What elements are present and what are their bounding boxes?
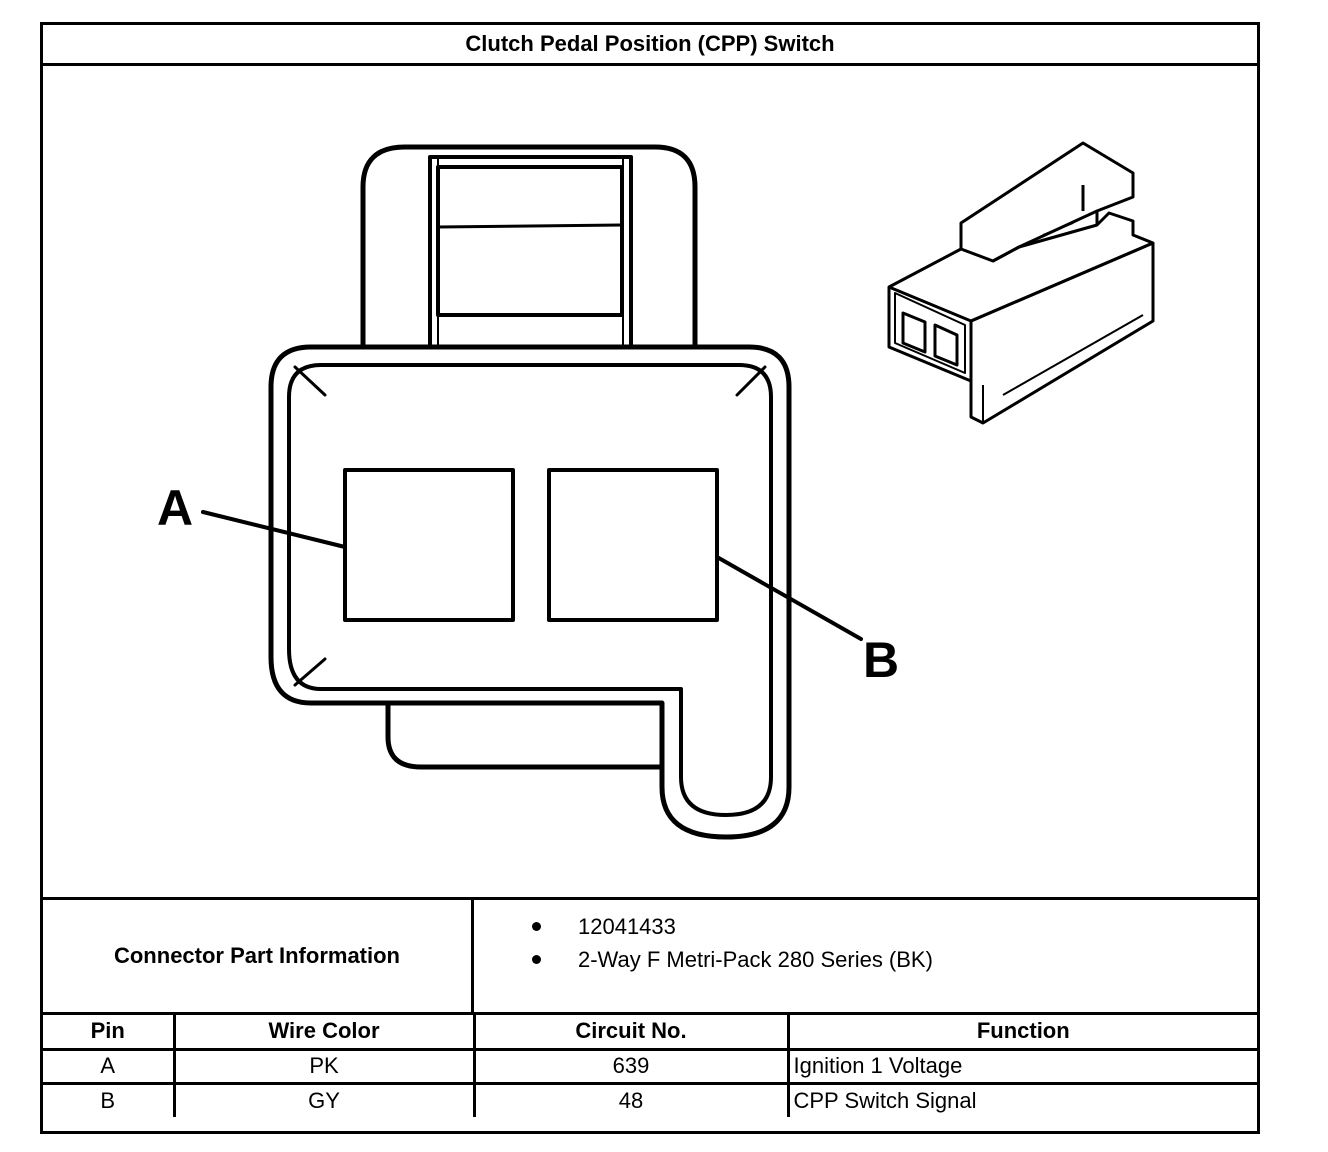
bullet-icon xyxy=(532,922,541,931)
connector-sheet: Clutch Pedal Position (CPP) Switch xyxy=(40,22,1260,1134)
pin-table: Pin Wire Color Circuit No. Function A PK… xyxy=(43,1015,1257,1117)
connector-info: Connector Part Information 12041433 2-Wa… xyxy=(43,897,1257,1015)
header-circuit: Circuit No. xyxy=(472,1015,790,1051)
pin-cell: B xyxy=(43,1081,176,1117)
wire-color-cell: PK xyxy=(172,1047,476,1085)
list-item: 2-Way F Metri-Pack 280 Series (BK) xyxy=(474,943,933,976)
circuit-cell: 639 xyxy=(472,1047,790,1085)
connector-info-label: Connector Part Information xyxy=(43,900,474,1012)
connector-3d-icon xyxy=(887,141,1155,425)
function-cell: CPP Switch Signal xyxy=(786,1081,1257,1117)
callout-b: B xyxy=(863,632,900,688)
connector-description: 2-Way F Metri-Pack 280 Series (BK) xyxy=(578,947,933,972)
wire-color-cell: GY xyxy=(172,1081,476,1117)
header-wire-color: Wire Color xyxy=(172,1015,476,1051)
function-cell: Ignition 1 Voltage xyxy=(786,1047,1257,1085)
pin-cell: A xyxy=(43,1047,176,1085)
page-title: Clutch Pedal Position (CPP) Switch xyxy=(43,25,1257,66)
table-row: B GY 48 CPP Switch Signal xyxy=(43,1081,1257,1117)
connector-face-diagram xyxy=(201,141,1155,840)
table-row: A PK 639 Ignition 1 Voltage xyxy=(43,1047,1257,1085)
list-item: 12041433 xyxy=(474,910,933,943)
part-number: 12041433 xyxy=(578,914,676,939)
table-header-row: Pin Wire Color Circuit No. Function xyxy=(43,1015,1257,1051)
header-function: Function xyxy=(786,1015,1257,1051)
circuit-cell: 48 xyxy=(472,1081,790,1117)
bullet-icon xyxy=(532,955,541,964)
connector-info-list: 12041433 2-Way F Metri-Pack 280 Series (… xyxy=(474,910,933,976)
header-pin: Pin xyxy=(43,1015,176,1051)
callout-a: A xyxy=(157,480,194,536)
